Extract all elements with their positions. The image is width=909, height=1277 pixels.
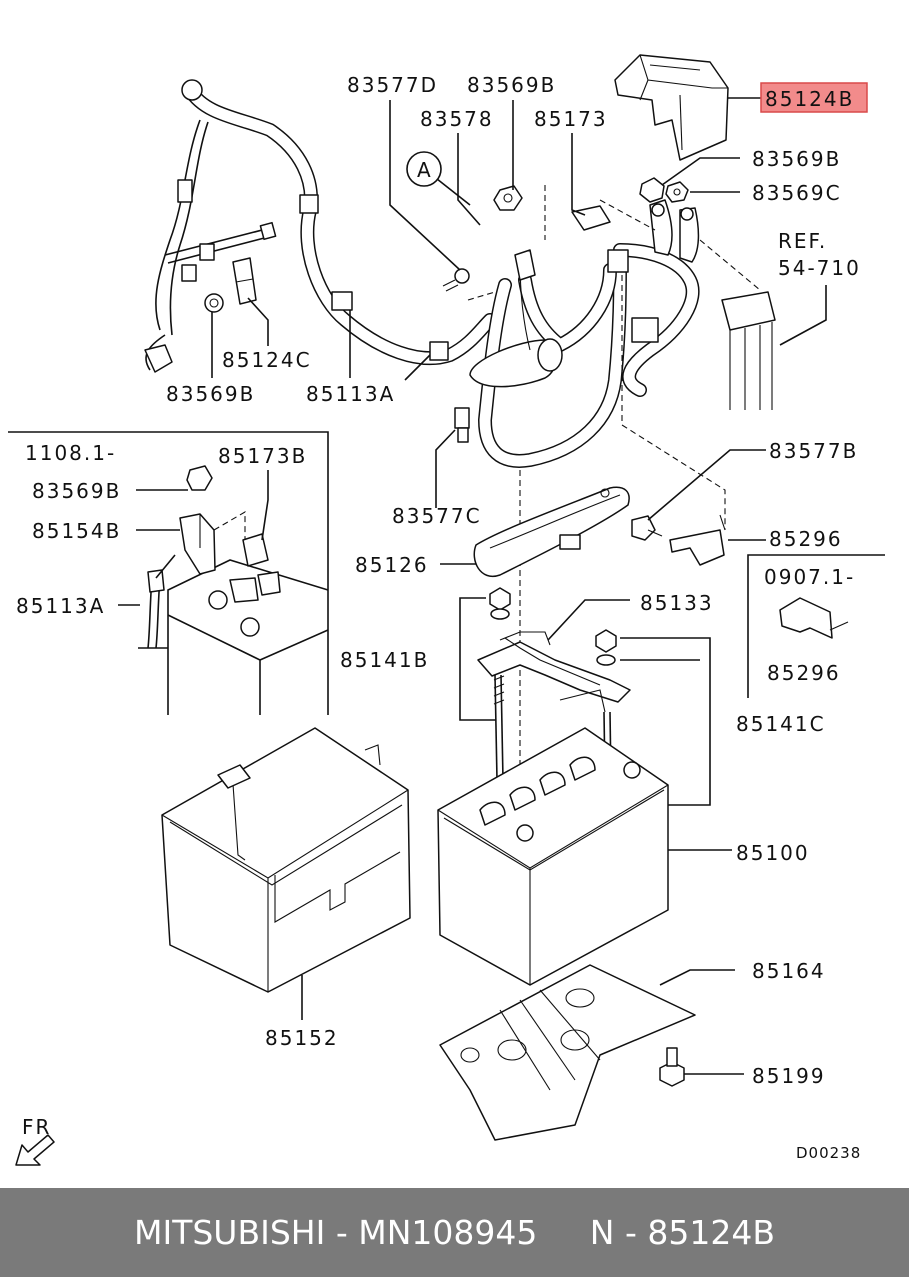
label-1108: 1108.1- [25, 441, 116, 465]
label-85152[interactable]: 85152 [265, 1026, 339, 1050]
nut-83569C [665, 181, 689, 203]
part-number-banner: MITSUBISHI - MN108945 N - 85124B [0, 1188, 909, 1277]
bracket-85296 [669, 514, 726, 566]
parts-diagram: 85124B 83577D 83569B 83578 85173 83569B … [8, 54, 885, 1166]
front-arrow-icon [15, 1134, 55, 1166]
fuse-box-ref-54-710 [699, 239, 776, 410]
label-A: A [417, 158, 433, 182]
inset-0907 [747, 554, 885, 698]
label-85164[interactable]: 85164 [752, 959, 826, 983]
label-85124B[interactable]: 85124B [765, 87, 854, 111]
battery-holder-85126 [473, 486, 630, 578]
label-83569B-top[interactable]: 83569B [467, 73, 556, 97]
label-85100[interactable]: 85100 [736, 841, 810, 865]
label-85126[interactable]: 85126 [355, 553, 429, 577]
terminal-cover-85124B [614, 54, 729, 161]
leader-lines [118, 97, 827, 1075]
label-85173B[interactable]: 85173B [218, 444, 307, 468]
label-54-710[interactable]: 54-710 [778, 256, 861, 280]
rod-85141B [493, 674, 505, 781]
bolt-83577B [631, 515, 663, 541]
label-83577C[interactable]: 83577C [392, 504, 482, 528]
label-FR: FR [22, 1115, 51, 1139]
hold-down-bar-85133 [477, 631, 631, 713]
nut-washer-85141B [489, 587, 511, 620]
nut-83569B-top [493, 185, 523, 211]
clip-85173 [571, 205, 611, 231]
battery-cable-harness [144, 79, 497, 373]
inset-1108 [8, 431, 329, 715]
label-83569B-right[interactable]: 83569B [752, 147, 841, 171]
label-85113A[interactable]: 85113A [306, 382, 395, 406]
nut-washer-85141C [595, 629, 617, 666]
label-83569B-inset[interactable]: 83569B [32, 479, 121, 503]
label-85124C[interactable]: 85124C [222, 348, 312, 372]
battery-tray-85152 [161, 727, 411, 993]
label-83577B[interactable]: 83577B [769, 439, 858, 463]
bolt-83577C [454, 407, 470, 443]
highlight-box [760, 82, 868, 113]
label-ref: REF. [778, 229, 827, 253]
label-85296[interactable]: 85296 [769, 527, 843, 551]
view-a-marker [406, 151, 442, 187]
label-85296-inset[interactable]: 85296 [767, 661, 841, 685]
bolt-83577D [442, 268, 470, 292]
label-85173[interactable]: 85173 [534, 107, 608, 131]
label-85199[interactable]: 85199 [752, 1064, 826, 1088]
label-83577D[interactable]: 83577D [347, 73, 438, 97]
battery-85100 [437, 727, 669, 986]
positive-cable-assembly [469, 199, 700, 468]
label-85133[interactable]: 85133 [640, 591, 714, 615]
label-0907: 0907.1- [764, 565, 855, 589]
diagram-code: D00238 [796, 1144, 861, 1162]
label-85141B[interactable]: 85141B [340, 648, 429, 672]
label-85154B[interactable]: 85154B [32, 519, 121, 543]
label-83578[interactable]: 83578 [420, 107, 494, 131]
label-83569C[interactable]: 83569C [752, 181, 842, 205]
bolt-85199 [659, 1047, 685, 1087]
label-85113A-inset[interactable]: 85113A [16, 594, 105, 618]
part-number-text: MITSUBISHI - MN108945 N - 85124B [134, 1213, 775, 1252]
nut-83569B-right [639, 177, 665, 203]
battery-bracket-85164 [439, 964, 696, 1141]
label-83569B-left[interactable]: 83569B [166, 382, 255, 406]
label-85141C[interactable]: 85141C [736, 712, 826, 736]
